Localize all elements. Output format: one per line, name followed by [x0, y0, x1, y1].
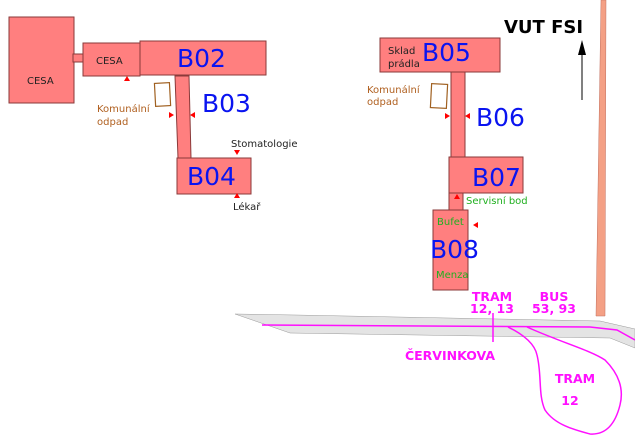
label-tram-stop-lines: 12, 13 [470, 301, 514, 316]
building-b04[interactable] [176, 157, 252, 195]
entrance-arrow-icon [190, 112, 195, 118]
cesa-connector [72, 53, 84, 63]
waste-container-left [153, 81, 172, 107]
b07-b08-connector [448, 192, 464, 211]
label-service-point: Servisní bod [466, 195, 528, 207]
label-waste-right: Komunální [367, 84, 421, 96]
label-buffet: Bufet [437, 217, 464, 228]
entrance-arrow-icon [234, 193, 240, 198]
label-bus-lines: 53, 93 [532, 301, 576, 316]
label-waste-left-2: odpad [97, 117, 128, 128]
label-waste-left: Komunální [97, 103, 151, 115]
entrance-arrow-icon [465, 113, 470, 119]
label-waste-right-2: odpad [367, 97, 398, 108]
side-road [595, 0, 607, 317]
label-tram-stop: TRAM [472, 289, 512, 304]
label-laundry-2: prádla [388, 58, 420, 70]
map-title: VUT FSI [504, 17, 583, 38]
building-cesa-large[interactable] [8, 16, 75, 104]
building-b02[interactable] [139, 40, 267, 76]
label-tram-loop-line: 12 [561, 393, 578, 408]
waste-container-right [429, 82, 449, 110]
label-b03: B03 [202, 89, 251, 118]
label-cesa-large: CESA [27, 76, 54, 87]
building-b06[interactable] [450, 71, 466, 158]
entrance-arrow-icon [234, 150, 240, 155]
label-b07: B07 [472, 163, 521, 192]
entrance-arrow-icon [473, 222, 478, 228]
label-b04: B04 [187, 162, 236, 191]
label-b08: B08 [430, 235, 479, 264]
entrance-arrow-icon [169, 112, 174, 118]
tram-line [261, 324, 635, 341]
label-doctor: Lékař [233, 201, 261, 213]
label-laundry: Sklad [388, 46, 415, 57]
label-bus: BUS [540, 289, 569, 304]
entrance-arrow-icon [445, 113, 450, 119]
building-b03[interactable] [174, 75, 192, 159]
entrance-arrow-icon [454, 194, 460, 199]
label-canteen: Menza [436, 270, 469, 281]
building-b07[interactable] [448, 156, 524, 194]
label-b06: B06 [476, 103, 525, 132]
main-road [234, 313, 635, 349]
tram-loop [507, 326, 622, 435]
label-street: ČERVINKOVA [405, 348, 495, 363]
label-b02: B02 [177, 44, 226, 73]
label-stomatology: Stomatologie [231, 139, 297, 150]
label-cesa-small: CESA [96, 56, 123, 67]
entrance-arrow-icon [124, 76, 130, 81]
label-tram-loop: TRAM [555, 371, 595, 386]
building-b08[interactable] [432, 209, 469, 291]
label-b05: B05 [422, 38, 471, 67]
north-arrow-head-icon [578, 40, 586, 55]
building-cesa-small[interactable] [82, 42, 141, 77]
building-b05[interactable] [379, 37, 501, 73]
